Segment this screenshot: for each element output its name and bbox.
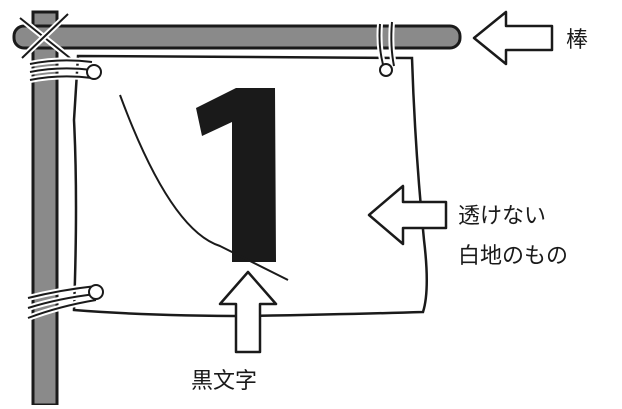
arrow-to-cloth bbox=[367, 184, 448, 246]
label-cloth-line1: 透けない bbox=[458, 204, 547, 229]
rope-tie-bottom-left bbox=[26, 283, 104, 321]
rope-tie-top-left bbox=[18, 11, 102, 83]
black-character-one bbox=[196, 88, 276, 262]
label-cloth-line2: 白地のもの bbox=[458, 244, 569, 269]
label-rod: 棒 bbox=[566, 28, 589, 53]
label-black-text: 黒文字 bbox=[191, 369, 258, 394]
arrow-to-rod bbox=[472, 10, 554, 66]
rope-tie-top-right bbox=[376, 21, 397, 77]
horizontal-rod bbox=[12, 24, 462, 50]
arrow-to-character bbox=[218, 270, 278, 354]
cloth-fold-line bbox=[119, 94, 289, 281]
